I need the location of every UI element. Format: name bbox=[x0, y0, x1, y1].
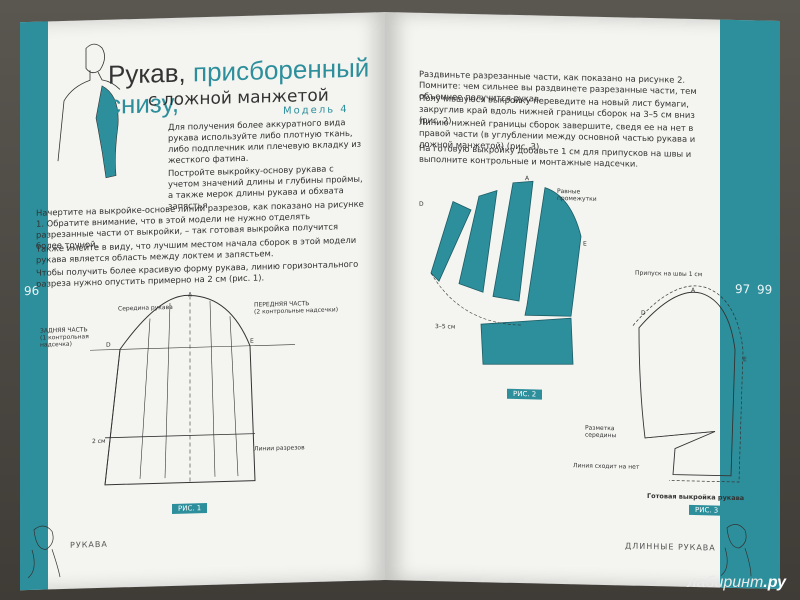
sketch-illustration bbox=[57, 43, 121, 179]
figure-1-diagram bbox=[90, 294, 295, 486]
left-footer: РУКАВА bbox=[70, 539, 108, 550]
figure-3-diagram bbox=[632, 285, 744, 483]
fig2-3-5cm-label: 3–5 см bbox=[435, 323, 456, 331]
sketch-bottom-right bbox=[720, 524, 752, 577]
fig2-label-d: D bbox=[419, 200, 424, 208]
fig2-equal-gaps-label: Равные промежутки bbox=[557, 187, 597, 203]
fig3-label-e: E bbox=[743, 356, 747, 364]
fig3-label-d: D bbox=[641, 309, 646, 317]
fig1-front-label: ПЕРЕДНЯЯ ЧАСТЬ (2 контрольные надсечки) bbox=[254, 300, 339, 316]
left-page: 96 Рукав, присборенный снизу, с ложной м… bbox=[20, 12, 385, 591]
fig3-label-a: A bbox=[691, 286, 696, 295]
fig3-final-label: Готовая выкройка рукава bbox=[647, 491, 745, 503]
right-page: 97 99 Раздвиньте разрезанные части, как … bbox=[385, 12, 780, 589]
watermark-prefix: лабиринт bbox=[687, 574, 764, 591]
paragraph-1: Для получения более аккуратного вида рук… bbox=[168, 117, 362, 166]
left-color-band bbox=[20, 21, 48, 591]
fig2-label-e: E bbox=[583, 240, 587, 248]
figure-2-diagram bbox=[430, 180, 582, 365]
open-book: 96 Рукав, присборенный снизу, с ложной м… bbox=[20, 12, 790, 591]
fig1-2cm-label: 2 см bbox=[92, 437, 106, 446]
fig1-label-e: E bbox=[250, 337, 254, 345]
fig1-back-label: ЗАДНЯЯ ЧАСТЬ (1 контрольная надсечка) bbox=[40, 326, 89, 349]
title-text: Рукав, bbox=[108, 57, 194, 90]
fig2-label-a: A bbox=[525, 175, 530, 183]
fig3-fade-line-label: Линия сходит на нет bbox=[573, 462, 640, 471]
fig2-badge: РИС. 2 bbox=[507, 388, 543, 400]
watermark: лабиринт.ру bbox=[688, 574, 786, 592]
fig1-badge: РИС. 1 bbox=[172, 502, 208, 514]
fig3-allowance-label: Припуск на швы 1 см bbox=[635, 269, 703, 279]
model-label: Модель 4 bbox=[283, 104, 349, 117]
fig1-label-a: A bbox=[188, 291, 193, 299]
fig3-center-mark-label: Разметка середины bbox=[585, 424, 617, 440]
watermark-suffix: .ру bbox=[763, 574, 786, 591]
page-number-next: 99 bbox=[757, 282, 773, 297]
sketch-bottom-left bbox=[27, 525, 61, 579]
right-footer: ДЛИННЫЕ РУКАВА bbox=[625, 541, 716, 553]
fig3-badge: РИС. 3 bbox=[689, 504, 725, 516]
fig1-cut-lines-label: Линии разрезов bbox=[254, 444, 305, 453]
